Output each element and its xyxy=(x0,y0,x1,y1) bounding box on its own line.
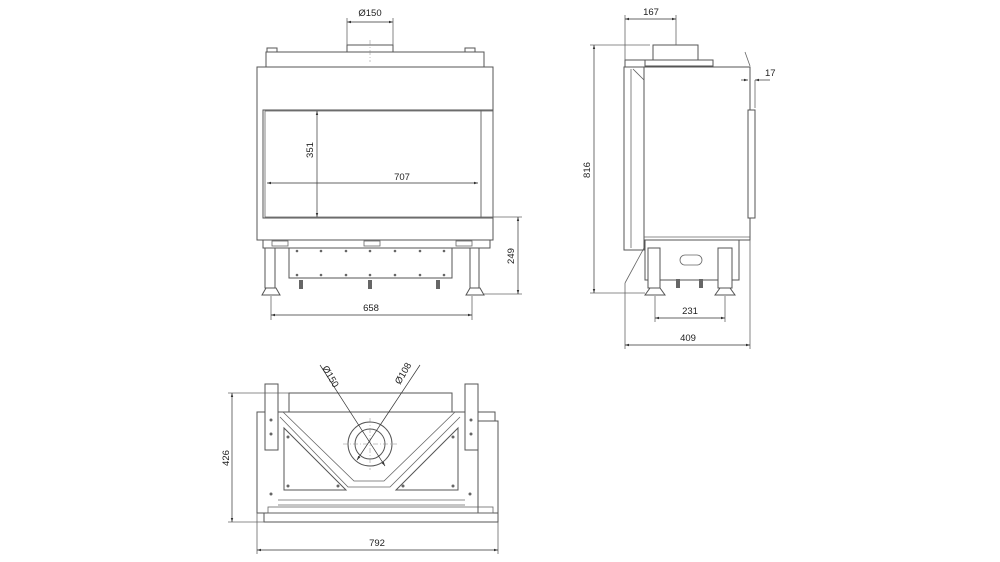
side-body xyxy=(643,66,751,241)
dim-base-height: 249 xyxy=(506,248,517,264)
top-view: Ø150 Ø108 426 792 xyxy=(221,361,499,554)
dim-total-height: 816 xyxy=(582,162,593,178)
bracket xyxy=(464,383,479,451)
dim-outer-flue-diameter: Ø150 xyxy=(319,364,340,390)
dim-flue-offset: 167 xyxy=(643,7,659,18)
dim-glass-width: 707 xyxy=(394,172,410,183)
bracket xyxy=(264,383,279,451)
dim-legs-span: 658 xyxy=(363,303,379,314)
leg xyxy=(647,247,661,289)
dim-inner-flue-diameter: Ø108 xyxy=(393,361,414,387)
ash-box xyxy=(288,247,453,279)
leg xyxy=(717,247,733,289)
dim-top-width: 792 xyxy=(369,538,385,549)
dim-side-depth: 409 xyxy=(680,333,696,344)
dim-door-protrusion: 17 xyxy=(765,68,776,79)
leg xyxy=(469,247,480,289)
glass-door xyxy=(262,109,494,219)
door-handle xyxy=(747,109,756,219)
front-view: Ø150 351 707 658 249 xyxy=(256,8,522,320)
leg xyxy=(264,247,276,289)
dim-glass-height: 351 xyxy=(305,142,316,158)
dim-top-depth: 426 xyxy=(221,450,232,466)
dim-flue-diameter: Ø150 xyxy=(358,8,381,19)
side-view: 167 17 816 231 409 xyxy=(582,7,776,349)
dim-side-legs-span: 231 xyxy=(682,306,698,317)
